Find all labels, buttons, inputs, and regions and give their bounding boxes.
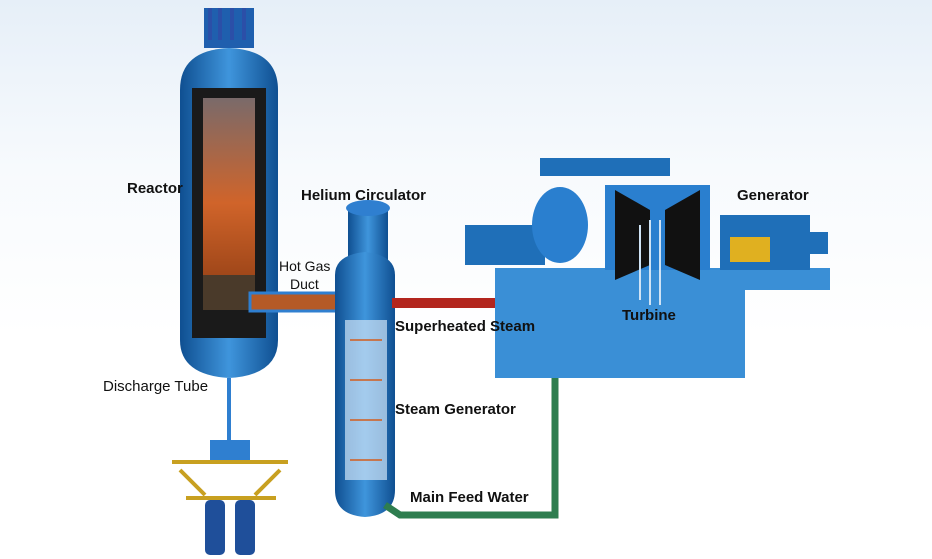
steam-generator-label: Steam Generator [395,401,516,418]
turbine-platform [495,268,830,378]
hot-gas-duct-label-1: Hot Gas [279,258,331,274]
generator-label: Generator [737,187,809,204]
steam-generator-vessel [335,200,395,517]
hot-gas-duct-label-2: Duct [290,276,319,292]
discharge-assembly [172,440,288,555]
discharge-tube-label: Discharge Tube [103,378,209,395]
turbine-unit [465,158,710,305]
superheated-steam-label: Superheated Steam [395,318,536,335]
main-feed-water-label: Main Feed Water [410,489,529,506]
generator-unit [720,215,828,270]
main-feed-water-pipe [383,378,559,519]
helium-circulator-label: Helium Circulator [301,187,427,204]
turbine-label: Turbine [622,307,676,324]
superheated-steam-pipe [392,298,497,308]
reactor-label: Reactor [127,180,183,197]
